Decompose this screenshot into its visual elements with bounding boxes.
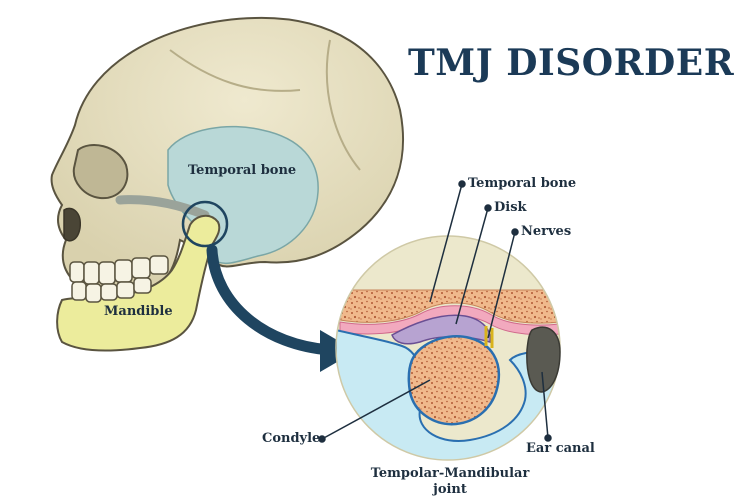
temporal-bone-label: Temporal bone (188, 163, 297, 178)
nasal-cavity (63, 207, 81, 242)
eye-socket (72, 144, 129, 200)
mandible (56, 214, 221, 352)
detail-soft-tissue (336, 328, 560, 460)
zoom-arrow (206, 244, 356, 372)
joint-label-line2: joint (433, 482, 467, 497)
nerves-label: Nerves (521, 224, 572, 239)
detail-nerves (484, 326, 494, 348)
disk-label: Disk (494, 200, 527, 215)
mandible-label: Mandible (104, 304, 173, 319)
condyle-label: Condyle (262, 431, 321, 446)
joint-highlight-ring (181, 200, 229, 248)
leader-lines (318, 180, 552, 443)
detail-temporal-bone (339, 289, 560, 324)
ear-canal (526, 326, 561, 393)
lower-teeth (71, 277, 152, 303)
joint-detail (335, 235, 561, 461)
joint-label-line1: Tempolar-Mandibular (370, 466, 530, 481)
page-title: TMJ DISORDER (408, 42, 735, 84)
detail-condyle (407, 335, 501, 426)
upper-teeth (69, 255, 169, 285)
skull-illustration (50, 16, 404, 352)
detail-temporal-bone-label: Temporal bone (468, 176, 577, 191)
ear-canal-label: Ear canal (526, 441, 595, 456)
